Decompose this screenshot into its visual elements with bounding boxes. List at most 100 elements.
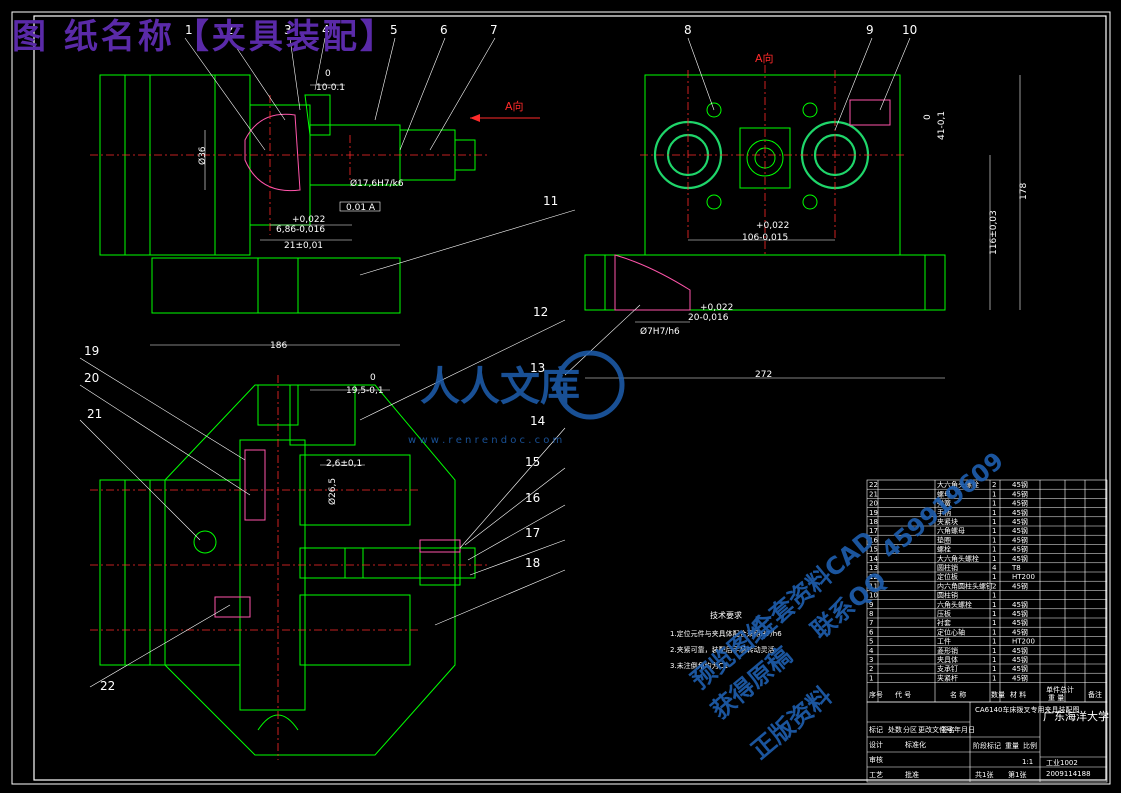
- hdr-remark: 备注: [1088, 690, 1102, 699]
- part-name: 压板: [937, 609, 951, 618]
- part-qty: 1: [992, 500, 996, 508]
- balloon-9: 9: [866, 23, 874, 37]
- part-name: 圆柱销: [937, 563, 958, 572]
- part-no: 4: [869, 647, 874, 655]
- part-material: HT200: [1012, 638, 1035, 646]
- part-material: 45钢: [1012, 655, 1028, 664]
- front-dimlines: [150, 84, 400, 346]
- part-no: 21: [869, 490, 878, 498]
- hdr-qty: 数量: [991, 690, 1005, 699]
- part-name: 夹具体: [937, 655, 958, 664]
- dim-686: 6,86-0,016: [276, 225, 325, 235]
- part-material: 45钢: [1012, 600, 1028, 609]
- tb-row-9: 工艺: [869, 771, 883, 779]
- part-no: 7: [869, 619, 873, 627]
- dim-36: Ø36: [197, 146, 208, 165]
- part-no: 14: [869, 555, 878, 563]
- hdr-weight: 重 量: [1048, 694, 1064, 702]
- balloon-1: 1: [185, 23, 193, 37]
- dim-265: Ø26,5: [327, 478, 338, 505]
- part-no: 20: [869, 500, 878, 508]
- tb-weight: 重量: [1005, 742, 1019, 750]
- dim-20: 20-0,016: [688, 313, 729, 323]
- part-name: 螺母: [937, 489, 951, 498]
- dim-195: 19,5-0,1: [346, 386, 384, 396]
- tb-university: 广东海洋大学: [1043, 709, 1109, 723]
- part-qty: 1: [992, 647, 996, 655]
- technical-notes: 技术要求 1.定位元件与夹具体配合采用H7/h6 2.夹紧可靠，装配后手柄转动灵…: [670, 610, 782, 670]
- part-name: 六角头螺栓: [937, 600, 972, 609]
- part-qty: 1: [992, 536, 996, 544]
- dim-top-tol: 0: [325, 69, 331, 79]
- balloon-22: 22: [100, 679, 115, 693]
- hdr-seq: 序号: [869, 690, 883, 699]
- part-no: 1: [869, 674, 873, 682]
- dim-tol-right: 0: [923, 114, 933, 120]
- view-a-title: A向: [755, 51, 774, 65]
- part-qty: 1: [992, 518, 996, 526]
- dim-d17: Ø17,6H7/k6: [350, 178, 404, 189]
- side-view: [584, 74, 946, 311]
- top-dimlines: [310, 389, 390, 466]
- base-cylinder: [99, 74, 251, 256]
- part-qty: 1: [992, 490, 996, 498]
- tb-ratio: 比例: [1023, 741, 1037, 750]
- tb-row-4: 签名: [941, 725, 955, 734]
- tb-row-0: 标记: [869, 725, 883, 734]
- balloon-4: 4: [322, 23, 330, 37]
- balloon-21: 21: [87, 407, 102, 421]
- part-material: HT200: [1012, 573, 1035, 581]
- notes-heading: 技术要求: [710, 610, 742, 620]
- part-no: 11: [869, 582, 878, 590]
- balloon-11: 11: [543, 194, 558, 208]
- part-qty: 1: [992, 674, 996, 682]
- dim-flatness: 0.01 A: [346, 203, 376, 213]
- front-centerlines: [90, 95, 490, 235]
- balloon-14: 14: [530, 414, 545, 428]
- dim-178: 178: [1019, 183, 1029, 200]
- notes-line-1: 1.定位元件与夹具体配合采用H7/h6: [670, 629, 782, 638]
- part-qty: 1: [992, 628, 996, 636]
- side-dimlines: [585, 75, 1021, 379]
- dim-top-val: 10-0.1: [316, 83, 345, 93]
- part-no: 2: [869, 665, 873, 673]
- tb-row-5: 年月日: [954, 725, 975, 734]
- part-no: 19: [869, 509, 878, 517]
- balloon-6: 6: [440, 23, 448, 37]
- hdr-material: 材 料: [1010, 690, 1026, 699]
- part-material: 45钢: [1012, 499, 1028, 508]
- part-name: 支承钉: [937, 664, 958, 673]
- part-qty: 1: [992, 509, 996, 517]
- dim-116: 116±0,03: [989, 210, 999, 255]
- balloon-18: 18: [525, 556, 540, 570]
- part-qty: 1: [992, 573, 996, 581]
- part-no: 17: [869, 527, 878, 535]
- hdr-name: 名 称: [950, 690, 966, 699]
- watermark-url: w w w . r e n r e n d o c . c o m: [408, 435, 562, 446]
- tb-row-1: 处数: [888, 725, 902, 734]
- part-material: 45钢: [1012, 526, 1028, 535]
- part-no: 5: [869, 638, 873, 646]
- dim-plus-3: +0,022: [700, 303, 733, 313]
- part-material: 45钢: [1012, 508, 1028, 517]
- front-view: [99, 74, 476, 314]
- title-block: 广东海洋大学 CA6140车床拨叉专用夹具装配图 1:1 共1张 第1张 工业1…: [869, 705, 1109, 779]
- part-material: 45钢: [1012, 554, 1028, 563]
- balloon-numbers: 1 2 3 4 5 6 7 8 9 10 11 12 13 14 15 16 1…: [84, 23, 917, 693]
- part-name: 大六角头螺栓: [937, 554, 979, 563]
- view-a-label: A向: [505, 99, 524, 113]
- dim-106: 106-0,015: [742, 233, 788, 243]
- tb-row-3: 更改文件号: [918, 725, 953, 734]
- part-name: 弹簧: [937, 499, 951, 508]
- part-qty: 4: [992, 564, 997, 572]
- part-name: 手柄: [937, 508, 951, 517]
- balloon-13: 13: [530, 361, 545, 375]
- balloon-20: 20: [84, 371, 99, 385]
- part-material: 45钢: [1012, 664, 1028, 673]
- part-name: 夹紧杆: [937, 673, 958, 682]
- balloon-16: 16: [525, 491, 540, 505]
- part-material: 45钢: [1012, 489, 1028, 498]
- tb-sheets-total: 共1张: [975, 770, 993, 779]
- dim-41: 41-0,1: [937, 111, 947, 140]
- part-qty: 1: [992, 592, 996, 600]
